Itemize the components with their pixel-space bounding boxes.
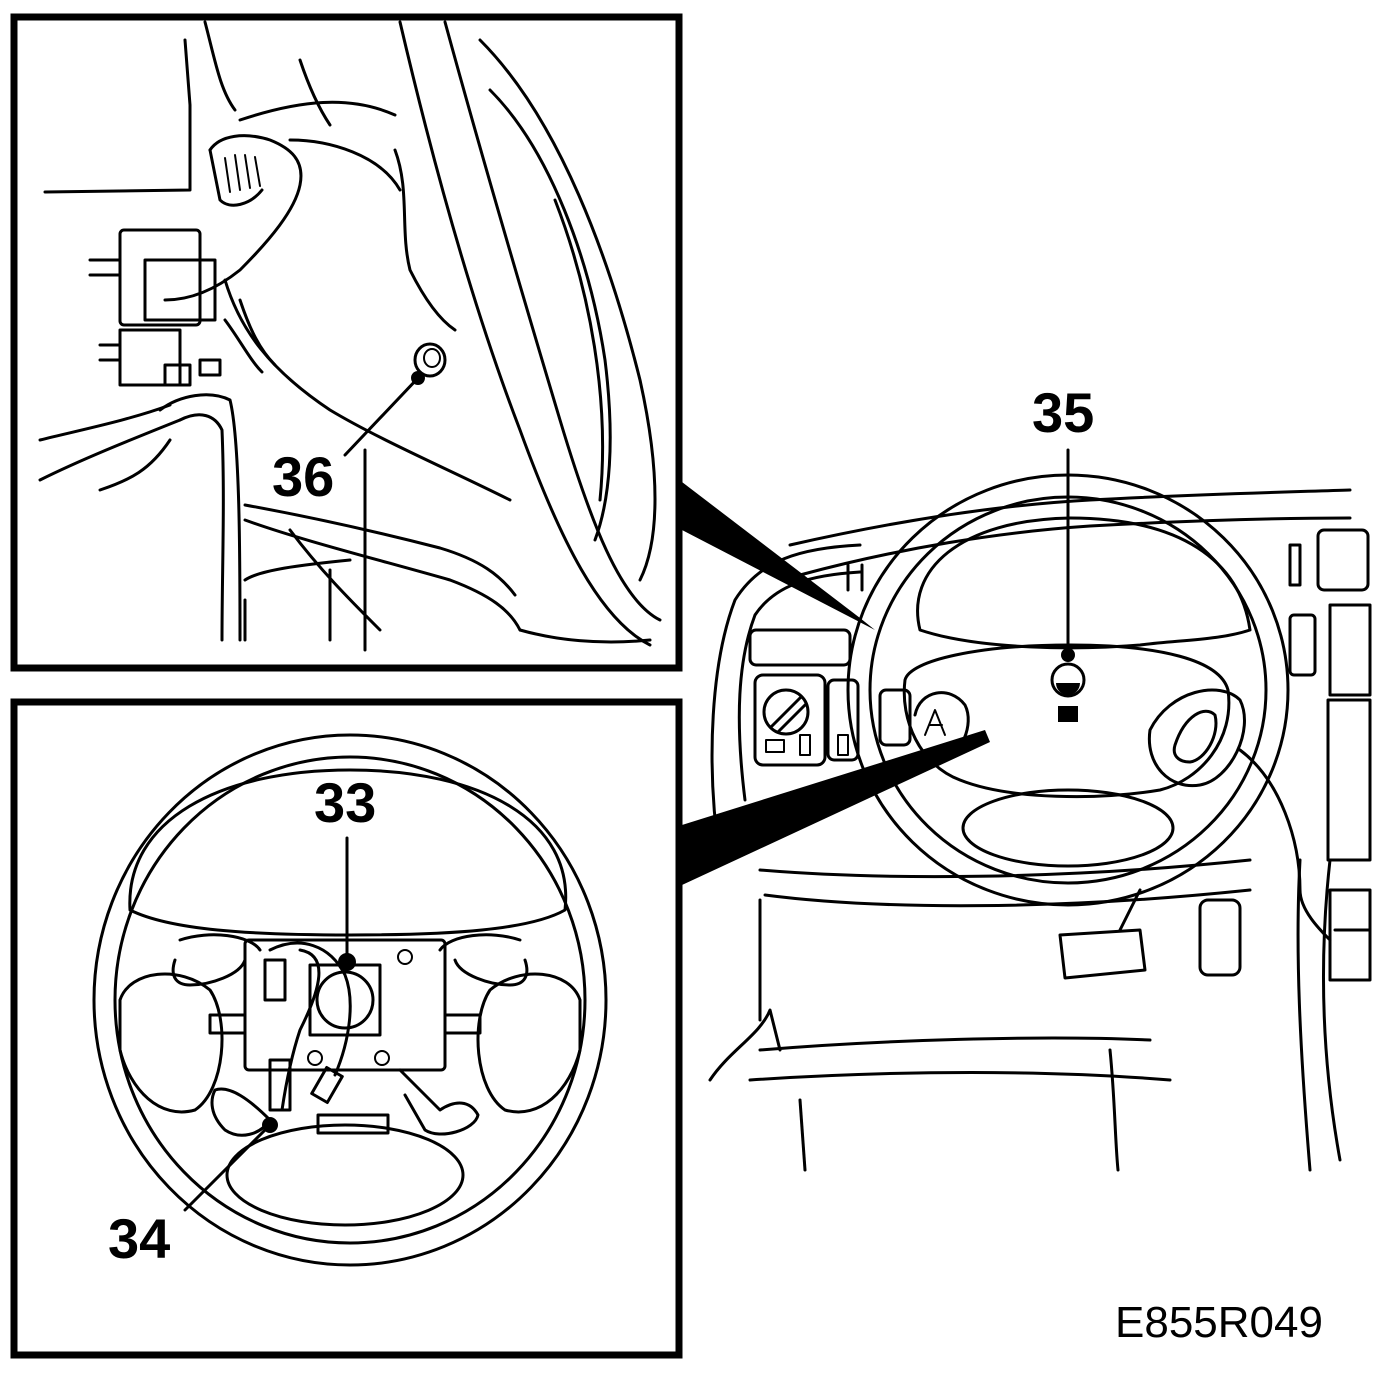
side-view-inset — [14, 17, 679, 668]
figure-id: E855R049 — [1115, 1298, 1323, 1347]
wheel-front-inset — [14, 702, 679, 1355]
callout-33: 33 — [314, 771, 376, 834]
inset-frame-top — [10, 13, 683, 672]
callout-36: 36 — [272, 445, 334, 508]
dashboard-overview — [708, 448, 1372, 1172]
callout-34: 34 — [108, 1207, 170, 1270]
zoom-connectors — [682, 482, 990, 885]
callout-35: 35 — [1032, 381, 1094, 444]
inset-frame-bottom — [10, 698, 683, 1359]
